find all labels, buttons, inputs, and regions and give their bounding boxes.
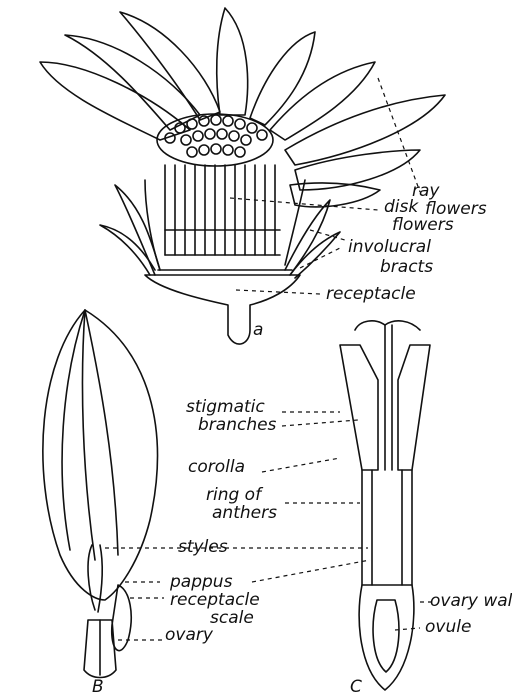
disk-flower-figure-c <box>340 321 430 690</box>
label-pappus: pappus <box>169 572 233 592</box>
label-anthers: anthers <box>212 503 277 523</box>
label-flowers-disk: flowers <box>392 215 454 235</box>
label-ovule: ovule <box>425 617 471 637</box>
ovule <box>373 600 399 672</box>
figure-b-label: B <box>92 677 104 697</box>
label-receptacle: receptacle <box>326 284 416 304</box>
label-scale: scale <box>210 608 254 628</box>
receptacle-base <box>145 275 300 344</box>
label-ovary: ovary <box>165 625 214 645</box>
label-ring-of: ring of <box>206 485 264 505</box>
label-corolla: corolla <box>188 457 245 477</box>
label-involucral: involucral <box>348 237 431 257</box>
label-ovary-wall: ovary wall <box>430 591 512 611</box>
label-receptacle-scale: receptacle <box>170 590 260 610</box>
ray-petal <box>217 8 248 115</box>
figure-c-label: C <box>350 677 362 697</box>
disk-floret-cluster <box>157 114 273 166</box>
ligule-outline <box>43 310 158 600</box>
label-bracts: bracts <box>380 257 433 277</box>
label-styles: styles <box>178 537 228 557</box>
corolla-c <box>340 345 378 470</box>
ray-petal <box>250 32 315 125</box>
involucral-bracts <box>100 180 340 278</box>
label-branches: branches <box>198 415 277 435</box>
figure-a-label: a <box>253 320 263 340</box>
receptacle-scale <box>112 585 131 651</box>
ray-petal <box>295 150 420 190</box>
ray-flower-figure-b <box>43 310 158 678</box>
ray-petal <box>120 12 220 120</box>
disk-flowers <box>165 165 280 255</box>
label-stigmatic: stigmatic <box>186 397 265 417</box>
label-disk: disk <box>384 197 419 217</box>
